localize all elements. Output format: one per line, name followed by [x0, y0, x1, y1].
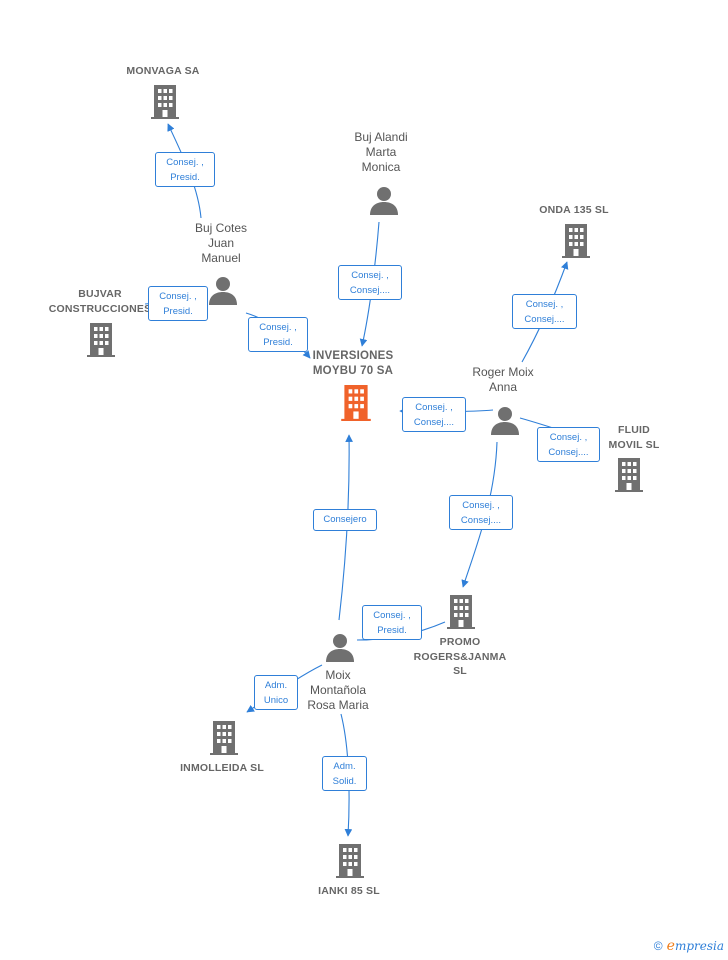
- edge-label-roger-fluid[interactable]: Consej. , Consej....: [537, 427, 600, 462]
- edge-label-roger-inversiones[interactable]: Consej. , Consej....: [402, 397, 466, 432]
- building-icon[interactable]: [561, 223, 591, 259]
- node-label-bujvar: BUJVAR CONSTRUCCIONES: [48, 288, 152, 315]
- edge-label-cotes-monvaga[interactable]: Consej. , Presid.: [155, 152, 215, 187]
- node-label-onda: ONDA 135 SL: [539, 204, 609, 216]
- person-icon[interactable]: [208, 276, 238, 306]
- empresia-logo: ©empresia: [654, 938, 724, 954]
- node-label-moix-montanola: Moix Montañola Rosa Maria: [307, 668, 369, 712]
- edge-label-roger-onda[interactable]: Consej. , Consej....: [512, 294, 577, 329]
- node-label-monvaga: MONVAGA SA: [126, 65, 200, 77]
- edge-label-moix-inversiones[interactable]: Consejero: [313, 509, 377, 531]
- node-label-buj-alandi: Buj Alandi Marta Monica: [354, 130, 408, 174]
- edge-label-cotes-inversiones[interactable]: Consej. , Presid.: [248, 317, 308, 352]
- node-label-inmolleida: INMOLLEIDA SL: [180, 762, 264, 774]
- edge-label-roger-promo[interactable]: Consej. , Consej....: [449, 495, 513, 530]
- building-icon[interactable]: [446, 594, 476, 630]
- building-icon[interactable]: [335, 843, 365, 879]
- copyright-symbol: ©: [653, 939, 663, 953]
- node-label-fluid: FLUID MOVIL SL: [608, 424, 660, 451]
- building-icon[interactable]: [150, 84, 180, 120]
- edge-label-alandi-inversiones[interactable]: Consej. , Consej....: [338, 265, 402, 300]
- brand-name: mpresia: [674, 939, 724, 953]
- main-building-icon[interactable]: [340, 384, 372, 422]
- node-label-inversiones: INVERSIONES MOYBU 70 SA: [312, 350, 394, 377]
- node-label-promo: PROMO ROGERS&JANMA SL: [413, 636, 507, 677]
- brand-initial: e: [666, 938, 675, 954]
- person-icon[interactable]: [490, 406, 520, 436]
- person-icon[interactable]: [325, 633, 355, 663]
- node-label-buj-cotes: Buj Cotes Juan Manuel: [194, 221, 248, 265]
- node-label-ianki: IANKI 85 SL: [318, 885, 380, 897]
- building-icon[interactable]: [614, 457, 644, 493]
- building-icon[interactable]: [209, 720, 239, 756]
- node-label-roger-moix: Roger Moix Anna: [472, 365, 534, 394]
- edge-label-moix-promo[interactable]: Consej. , Presid.: [362, 605, 422, 640]
- edge-label-cotes-bujvar[interactable]: Consej. , Presid.: [148, 286, 208, 321]
- person-icon[interactable]: [369, 186, 399, 216]
- edge-label-moix-ianki[interactable]: Adm. Solid.: [322, 756, 367, 791]
- edge-label-moix-inmolleida[interactable]: Adm. Unico: [254, 675, 298, 710]
- building-icon[interactable]: [86, 322, 116, 358]
